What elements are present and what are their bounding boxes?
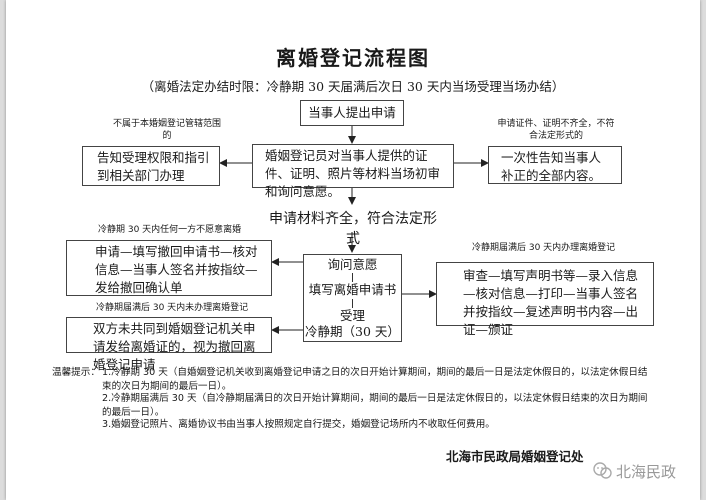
inform-scope-box: 告知受理权限和指引到相关部门办理 bbox=[82, 146, 220, 186]
process-step: 受理 bbox=[339, 307, 365, 323]
tips-heading: 温馨提示： bbox=[52, 367, 100, 378]
wechat-icon bbox=[592, 460, 614, 482]
complete-condition-label: 申请材料齐全，符合法定形式 bbox=[269, 211, 437, 247]
issuer-signature: 北海市民政局婚姻登记处 bbox=[446, 449, 584, 464]
process-divider bbox=[352, 298, 353, 308]
tip-item: 3.婚姻登记照片、离婚协议书由当事人按照规定自行提交，婚姻登记场所内不收取任何费… bbox=[102, 419, 495, 430]
process-step: 询问意愿 bbox=[327, 257, 378, 272]
withdraw-condition-label: 冷静期 30 天内任何一方不愿意离婚 bbox=[98, 225, 242, 235]
expire-handle-label: 冷静期届满后 30 天内办理离婚登记 bbox=[472, 243, 616, 253]
process-step: 冷静期（30 天） bbox=[305, 323, 400, 339]
tip-item: 2.冷静期届满后 30 天（自冷静期届满日的次日开始计算期间，期间的最后一日是法… bbox=[102, 393, 648, 418]
withdraw-box: 申请—填写撤回申请书—核对信息—当事人签名并按指纹—发给撤回确认单 bbox=[66, 240, 272, 296]
watermark-text: 北海民政 bbox=[616, 463, 677, 481]
process-box: 询问意愿 填写离婚申请书 受理 冷静期（30 天） bbox=[303, 254, 402, 342]
page-subtitle: （离婚法定办结时限：冷静期 30 天届满后次日 30 天内当场受理当场办结） bbox=[141, 79, 565, 94]
tip-item: 1.冷静期 30 天（自婚姻登记机关收到离婚登记申请之日的次日开始计算期间，期间… bbox=[102, 367, 648, 392]
start-box: 当事人提出申请 bbox=[300, 100, 404, 126]
process-divider bbox=[352, 273, 353, 283]
not-scope-label: 不属于本婚姻登记管辖范围的 bbox=[112, 119, 221, 142]
consider-withdraw-box: 双方未共同到婚姻登记机关申请发给离婚证的，视为撤回离婚登记申请 bbox=[66, 317, 272, 372]
process-step: 填写离婚申请书 bbox=[308, 282, 397, 298]
incomplete-label: 申请证件、证明不齐全，不符合法定形式的 bbox=[497, 119, 615, 142]
inform-correction-box: 一次性告知当事人补正的全部内容。 bbox=[488, 146, 622, 184]
complete-box: 审查—填写声明书等—录入信息—核对信息—打印—当事人签名并按指纹—复述声明书内容… bbox=[436, 262, 654, 337]
review-box: 婚姻登记员对当事人提供的证件、证明、照片等材料当场初审和询问意愿。 bbox=[252, 144, 454, 199]
expire-no-label: 冷静期届满后 30 天内未办理离婚登记 bbox=[96, 303, 249, 313]
page-title: 离婚登记流程图 bbox=[276, 46, 430, 70]
